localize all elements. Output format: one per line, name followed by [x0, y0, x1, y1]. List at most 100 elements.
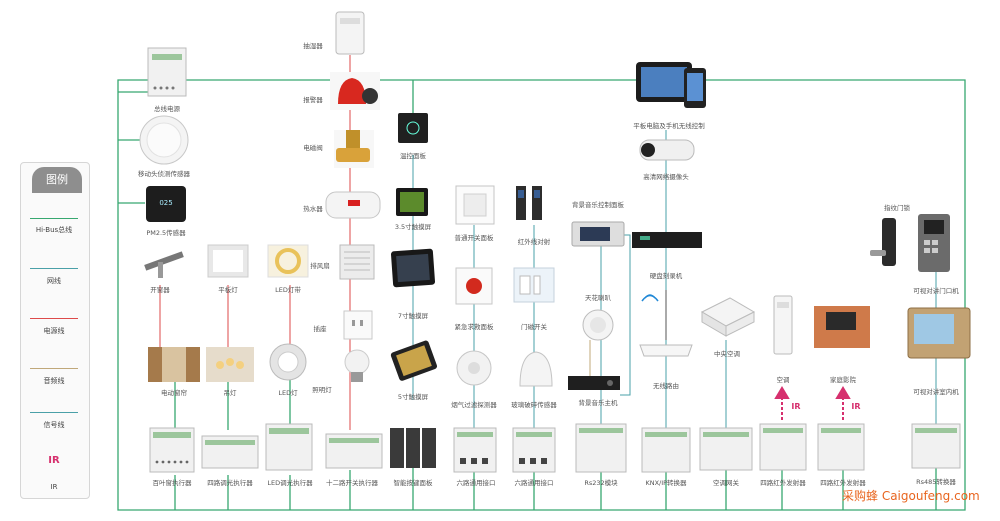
label-knx-ip: KNX/IP转换器	[645, 479, 687, 487]
label-smoke-detector: 烟气过滤探测器	[451, 401, 497, 409]
label-air-conditioner: 空调	[776, 376, 790, 384]
legend-line-hibus	[30, 218, 78, 219]
universal-interface-1	[453, 427, 497, 473]
label-ceiling-speaker: 天花喇叭	[585, 294, 611, 302]
label-door-magnet: 门磁开关	[521, 323, 547, 331]
label-touchscreen-5: 5寸触摸屏	[397, 393, 429, 401]
normal-switch-panel	[455, 185, 495, 225]
ir-badge-2: IR	[851, 402, 861, 411]
touchscreen-5	[390, 340, 438, 381]
label-wireless-router: 无线路由	[653, 382, 679, 390]
legend-line-power	[30, 318, 78, 319]
label-intercom-indoor: 可视对讲室内机	[913, 388, 959, 396]
panel-light	[207, 244, 249, 278]
fingerprint-lock	[870, 218, 896, 266]
label-curtain: 电动窗帘	[161, 389, 187, 397]
thermostat-panel	[398, 113, 428, 143]
label-thermostat: 温控面板	[400, 152, 426, 160]
pm25-sensor: 025	[146, 186, 186, 222]
bus-power-supply	[147, 47, 187, 97]
label-music-control-panel: 背景音乐控制面板	[572, 201, 624, 209]
label-window-opener: 开窗器	[150, 286, 170, 294]
air-conditioner	[773, 295, 793, 355]
label-ir-emitter-1: 四路红外发射器	[760, 479, 806, 487]
led-strip	[267, 244, 309, 278]
home-theater	[814, 306, 870, 348]
legend-ir-icon: IR	[48, 455, 60, 466]
central-ac	[700, 297, 756, 337]
tablet-and-phone	[636, 62, 706, 108]
label-intercom-door: 可视对讲门口机	[913, 287, 959, 295]
light-bulb	[344, 349, 370, 382]
label-blind-actuator: 百叶窗执行器	[152, 479, 192, 487]
socket	[343, 310, 373, 340]
label-dimming-actuator: 四路调光执行器	[207, 479, 253, 487]
label-ir-emitter-2: 四路红外发射器	[820, 479, 866, 487]
wireless-router	[639, 290, 693, 357]
video-intercom-indoor	[907, 307, 971, 359]
label-socket: 插座	[313, 325, 327, 333]
legend-line-network	[30, 268, 78, 269]
music-control-panel	[571, 221, 625, 247]
ir-badge-1: IR	[791, 402, 801, 411]
hd-network-camera	[639, 139, 695, 161]
blind-actuator	[149, 427, 195, 473]
universal-interface-2	[512, 427, 556, 473]
alarm	[330, 72, 380, 110]
watermark: 采购蜂 Caigoufeng.com	[842, 489, 980, 503]
label-motion-sensor: 移动头侦测传感器	[138, 170, 190, 178]
label-alarm: 报警器	[303, 96, 323, 104]
label-fingerprint-lock: 指纹门锁	[884, 204, 910, 212]
label-led-strip: LED灯带	[275, 286, 301, 294]
knx-ip-converter	[641, 427, 691, 473]
switch-actuator	[325, 433, 383, 469]
label-glass-break: 玻璃破碎传感器	[511, 401, 557, 409]
label-exhaust-fan: 排风扇	[310, 262, 330, 270]
label-ac-gateway: 空调网关	[713, 479, 739, 487]
label-switch-actuator: 十二路开关执行器	[326, 479, 378, 487]
label-universal-interface-1: 六路通用接口	[456, 479, 496, 487]
legend-label-network: 网线	[47, 277, 61, 285]
touchscreen-3-5	[396, 188, 428, 216]
label-touchscreen-7: 7寸触摸屏	[397, 312, 429, 320]
label-light-bulb: 照明灯	[312, 386, 332, 394]
ir-emitter-1	[759, 423, 807, 471]
label-chandelier: 吊灯	[223, 389, 237, 397]
smoke-detector	[456, 350, 492, 386]
hard-disk-recorder	[632, 232, 702, 248]
label-bus-power: 总线电源	[154, 105, 180, 113]
legend-title: 图例	[32, 167, 82, 193]
legend-label-hibus: Hi-Bus总线	[35, 226, 73, 234]
label-disk-recorder: 硬盘刻录机	[649, 272, 683, 280]
legend-label-ir: IR	[50, 483, 58, 491]
window-opener	[144, 251, 184, 278]
ir-arrows	[774, 386, 851, 420]
legend-label-power: 电源线	[43, 327, 65, 335]
dimming-actuator	[201, 435, 259, 469]
label-central-ac: 中央空调	[714, 350, 740, 358]
rs485-converter	[911, 423, 961, 469]
label-led-light: LED灯	[278, 389, 298, 397]
legend-line-audio	[30, 368, 78, 369]
legend-label-audio: 音频线	[43, 377, 65, 385]
label-dehumidifier: 抽湿器	[303, 42, 323, 50]
glass-break-sensor	[519, 351, 553, 387]
label-universal-interface-2: 六路通用接口	[514, 479, 554, 487]
key-panel	[390, 428, 436, 468]
motion-sensor	[139, 115, 189, 165]
led-actuator	[265, 423, 313, 471]
label-pm25: PM2.5传感器	[146, 229, 186, 237]
infrared-beam	[516, 186, 542, 220]
legend-label-signal: 信号线	[43, 421, 65, 429]
door-magnet	[513, 267, 555, 303]
chandelier	[206, 347, 254, 382]
label-normal-switch: 普通开关面板	[454, 234, 494, 242]
ac-gateway	[699, 427, 753, 471]
curtain	[148, 347, 200, 382]
legend-line-signal	[30, 412, 78, 413]
label-music-host: 背景音乐主机	[578, 399, 618, 407]
label-rs232: Rs232模块	[584, 479, 618, 487]
music-host	[568, 376, 620, 390]
label-panel-light: 平板灯	[218, 286, 238, 294]
